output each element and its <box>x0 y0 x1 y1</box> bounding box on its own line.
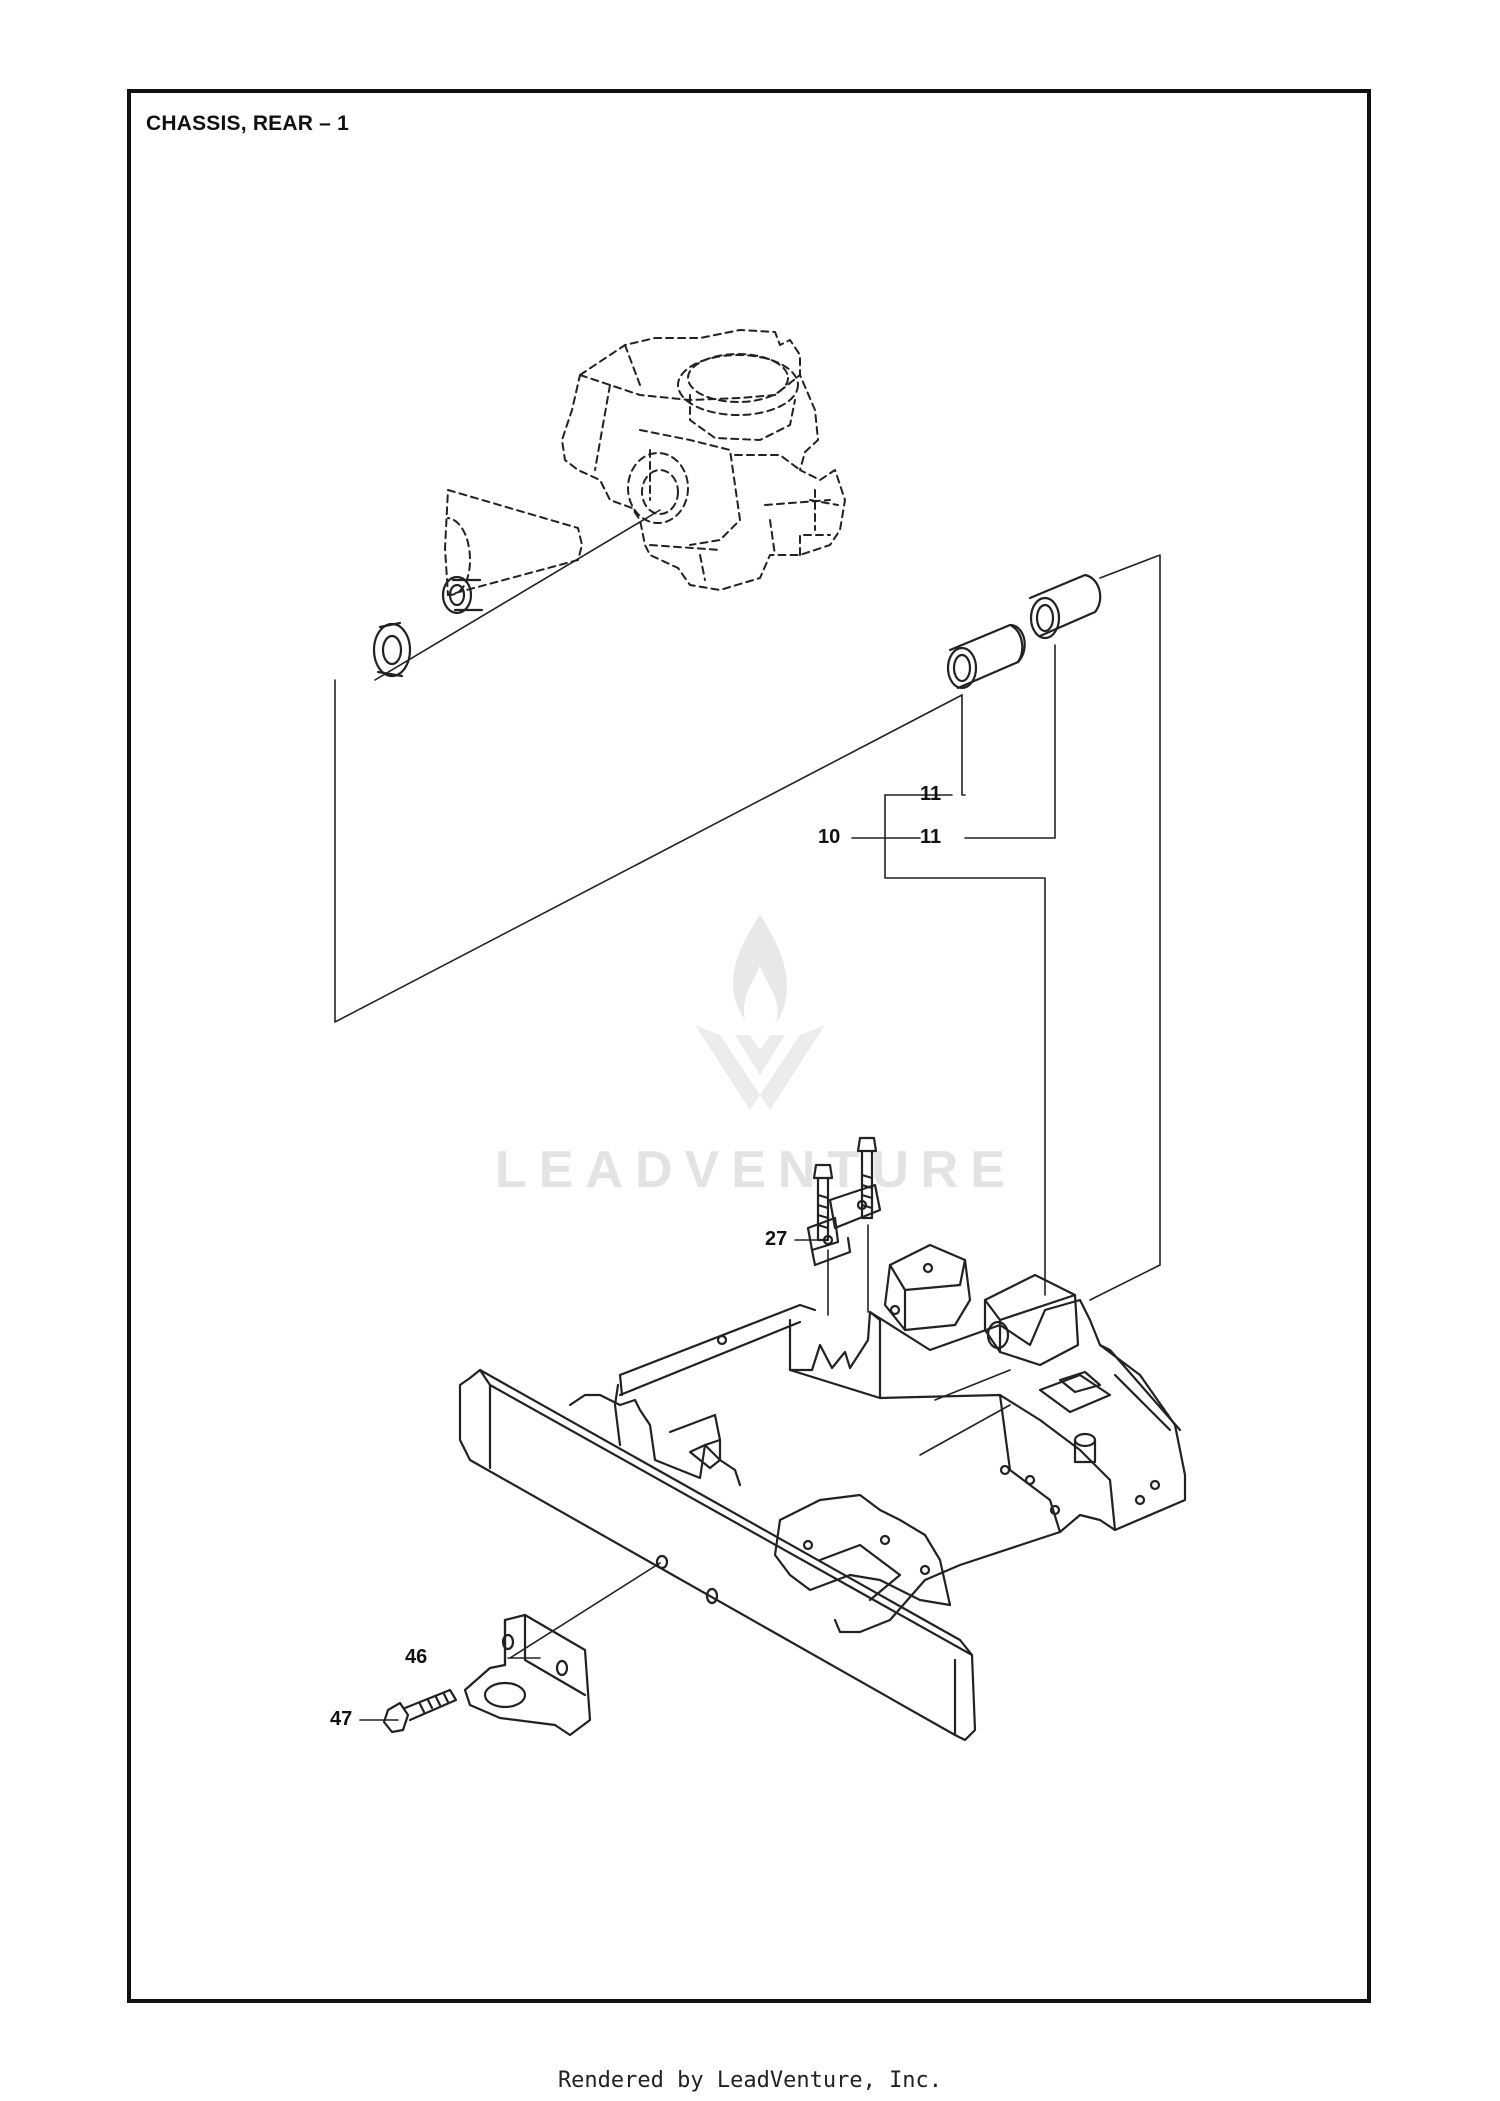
callout-11b[interactable]: 11 <box>920 826 942 848</box>
leader-bushing-right <box>1089 554 1161 1301</box>
bolt-47 <box>382 1688 458 1734</box>
transmission-reference <box>561 329 846 591</box>
leader-10 <box>884 794 1046 1296</box>
callout-10[interactable]: 10 <box>818 826 841 848</box>
hitch-bracket-46 <box>463 1613 592 1737</box>
watermark-text: LEADVENTURE <box>495 1141 1018 1199</box>
leader-11b <box>964 644 1056 839</box>
callout-47[interactable]: 47 <box>330 1708 353 1730</box>
diagram-frame <box>127 89 1371 2003</box>
chassis-frame <box>458 1243 1187 1742</box>
footer-credit: Rendered by LeadVenture, Inc. <box>557 2068 943 2093</box>
bushing-11a <box>946 623 1026 690</box>
leadventure-logo-icon <box>695 915 825 1110</box>
leader-11a <box>961 694 966 796</box>
axle-parts <box>372 489 661 681</box>
diagram-title: CHASSIS, REAR – 1 <box>146 112 349 135</box>
callout-11a[interactable]: 11 <box>920 783 942 805</box>
bushing-11b <box>1028 573 1102 640</box>
callout-46[interactable]: 46 <box>405 1646 428 1668</box>
callout-27[interactable]: 27 <box>765 1228 788 1250</box>
leader-axle <box>334 679 963 1023</box>
bolts-27 <box>806 1136 882 1316</box>
